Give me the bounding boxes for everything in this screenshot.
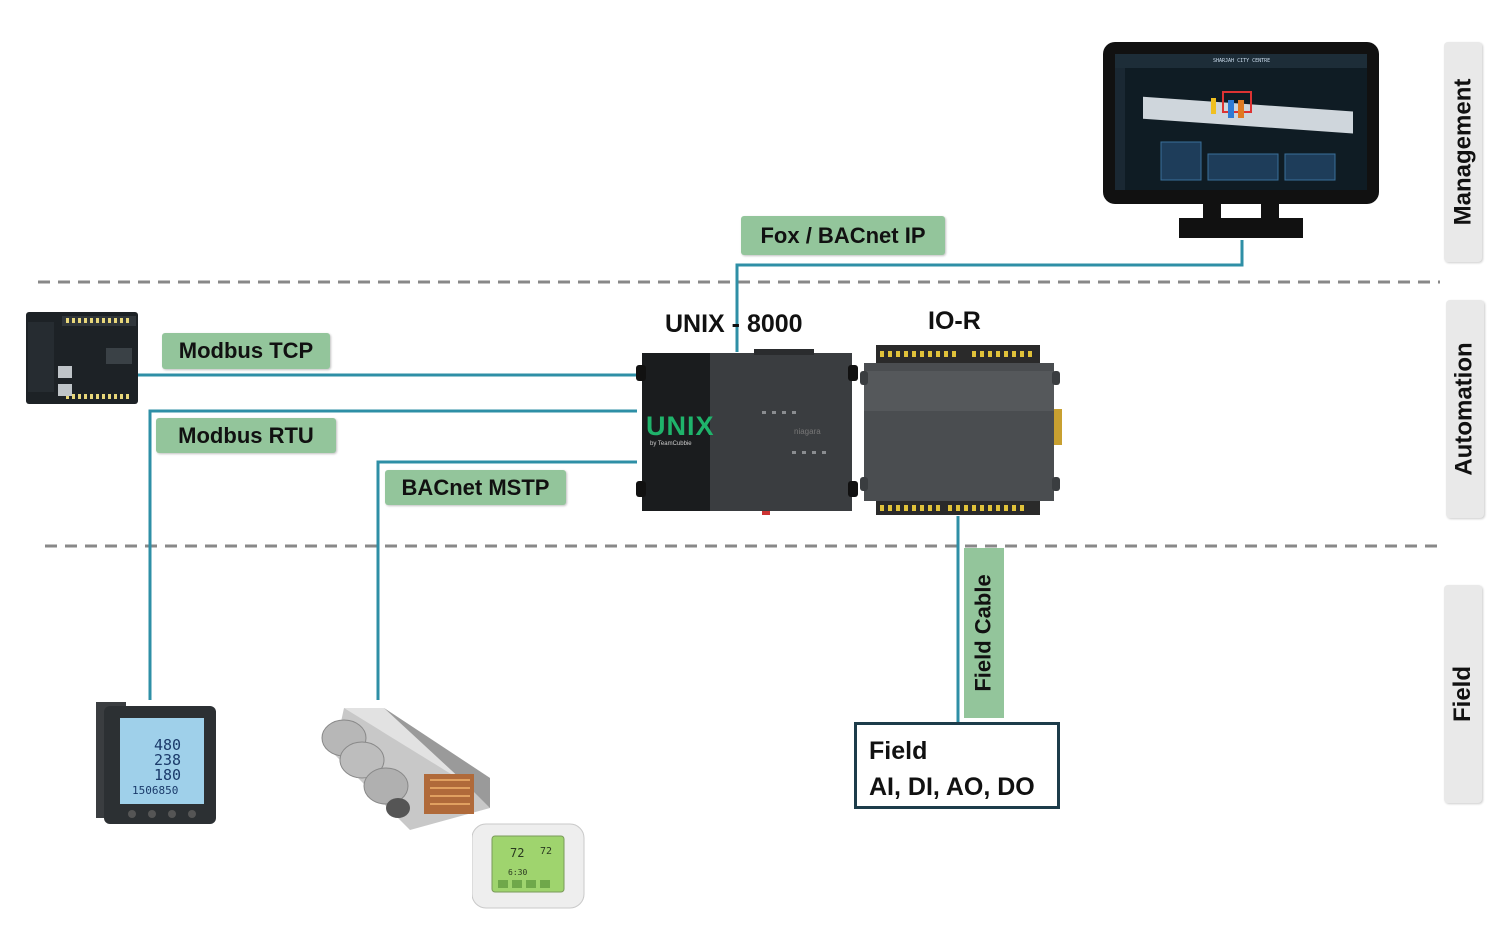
thermostat-setpoint: 72 [540, 846, 553, 857]
meter-reading: 238 [154, 751, 182, 769]
layer-automation-label: Automation [1451, 342, 1478, 476]
plc-device-icon [26, 308, 138, 408]
thermostat-time: 6:30 [508, 868, 528, 877]
layer-field-label: Field [1449, 665, 1477, 723]
meter-readings: 480 238 180 [154, 738, 181, 783]
bacnet-mstp-line [376, 460, 637, 700]
controller-sub: by TeamCubbie [650, 441, 692, 447]
fan-coil-unit-icon [314, 704, 494, 834]
layer-field: Field [1444, 585, 1482, 803]
controller-brand-text: UNIX [646, 411, 715, 441]
monitor-header: SHARJAH CITY CENTRE [1213, 58, 1271, 64]
meter-reading: 180 [154, 766, 182, 784]
protocol-bacnet-mstp: BACnet MSTP [385, 470, 566, 505]
meter-reading: 480 [154, 736, 182, 754]
thermostat-icon: 72 72 6:30 [471, 822, 586, 910]
controller-brand: UNIX [646, 411, 715, 442]
layer-automation: Automation [1446, 300, 1484, 518]
field-cable-label: Field Cable [971, 574, 997, 692]
protocol-fox-bacnet-ip: Fox / BACnet IP [741, 216, 945, 255]
field-box-points: AI, DI, AO, DO [869, 773, 1035, 801]
protocol-modbus-tcp: Modbus TCP [162, 333, 330, 369]
protocol-field-cable: Field Cable [964, 548, 1004, 718]
controller-device: UNIX by TeamCubbie niagara [636, 349, 860, 515]
field-box-title: Field [869, 737, 928, 765]
controller-title: UNIX - 8000 [665, 310, 803, 338]
controller-niagara: niagara [794, 427, 821, 436]
io-module-title: IO-R [928, 307, 981, 335]
field-io-box: Field AI, DI, AO, DO [854, 722, 1060, 809]
meter-energy: 1506850 [132, 784, 179, 797]
io-module-device [860, 343, 1066, 517]
layer-management: Management [1444, 42, 1482, 262]
thermostat-temp: 72 [510, 846, 525, 860]
protocol-modbus-rtu: Modbus RTU [156, 418, 336, 453]
monitor-icon: SHARJAH CITY CENTRE [1103, 42, 1379, 240]
power-meter-icon: 480 238 180 1506850 [96, 698, 218, 826]
modbus-rtu-line [148, 409, 637, 700]
fox-bacnet-line [735, 240, 1244, 352]
layer-management-label: Management [1449, 78, 1477, 226]
